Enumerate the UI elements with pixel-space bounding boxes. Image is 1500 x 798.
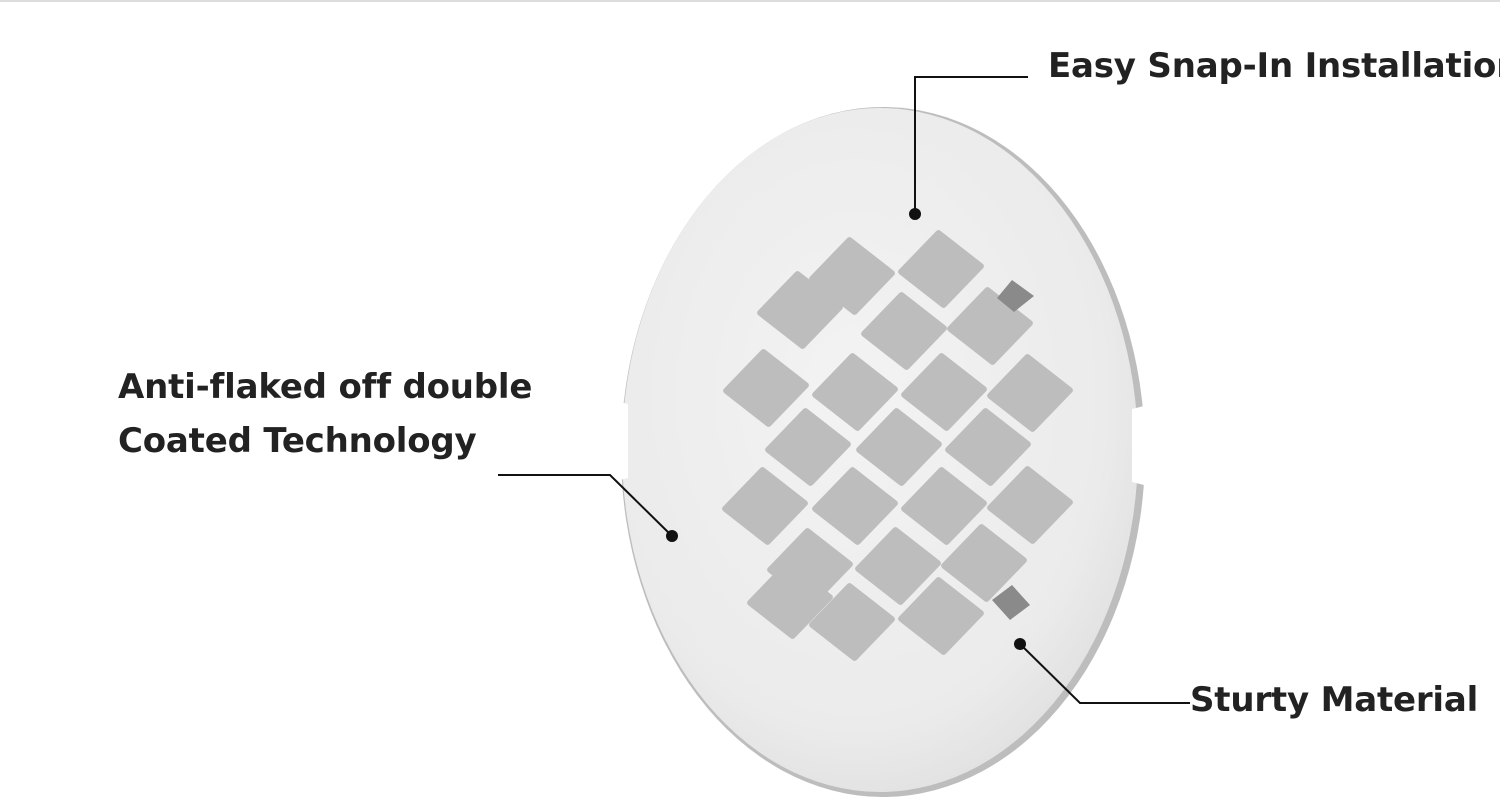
leader-anti-flaked — [498, 474, 673, 537]
leader-sturdy — [1019, 643, 1190, 704]
snap-clip-top — [997, 280, 1034, 312]
drain-cover-face — [622, 108, 1138, 792]
dot-anti-flaked — [666, 530, 678, 542]
leader-lines — [498, 76, 1190, 704]
callout-sturdy-material: Sturty Material — [1190, 680, 1479, 720]
callout-anti-flaked-line2: Coated Technology — [118, 421, 477, 461]
top-border — [0, 0, 1500, 2]
leader-dots — [666, 208, 1026, 650]
dot-sturdy — [1014, 638, 1026, 650]
drain-cover-plate — [612, 107, 1148, 797]
left-notch — [612, 400, 628, 482]
right-notch — [1132, 405, 1148, 486]
callout-anti-flaked: Anti-flaked off double Coated Technology — [118, 360, 532, 468]
leader-easy-snap — [914, 76, 1028, 214]
dot-easy-snap — [909, 208, 921, 220]
callout-anti-flaked-line1: Anti-flaked off double — [118, 367, 533, 407]
callout-easy-snap-in: Easy Snap-In Installation — [1048, 46, 1500, 86]
snap-clip-bottom — [992, 585, 1030, 620]
